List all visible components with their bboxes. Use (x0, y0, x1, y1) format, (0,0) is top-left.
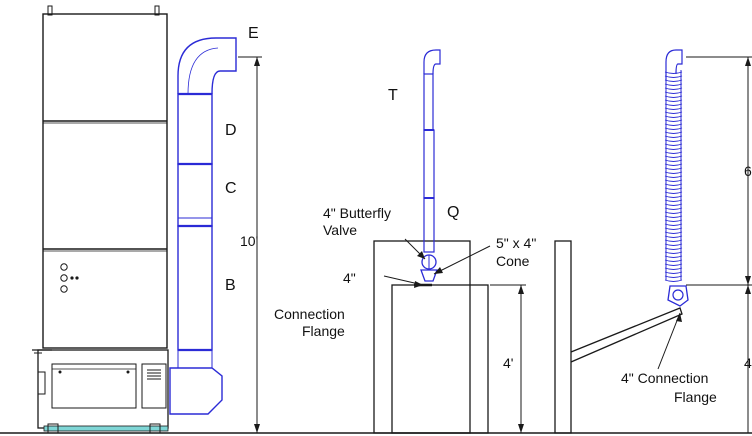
hose-coil (664, 171, 683, 174)
hose-coil (664, 75, 683, 78)
hose-coil (664, 111, 683, 114)
hose-coil (664, 199, 683, 202)
dimension-4ft-middle (490, 284, 526, 433)
hose-coil (664, 95, 683, 98)
hose-coil (664, 263, 683, 266)
label-flange-left-3: Flange (302, 323, 345, 339)
hose-coil (664, 235, 683, 238)
right-stand-assembly (554, 240, 683, 434)
label-q: Q (447, 204, 459, 221)
label-4-partial: 4 (744, 355, 752, 371)
hose-coil (664, 239, 683, 242)
hose-coil (664, 119, 683, 122)
hose-coil (664, 107, 683, 110)
hose-coil (664, 215, 683, 218)
dimension-10ft (238, 56, 262, 433)
hose-coil (664, 147, 683, 150)
hose-coil (664, 127, 683, 130)
hose-coil (664, 219, 683, 222)
hose-coil (664, 203, 683, 206)
label-flange-left-2: Connection (274, 306, 345, 322)
hose-coil (664, 143, 683, 146)
hose-coil (664, 135, 683, 138)
label-d: D (225, 122, 237, 139)
label-butterfly-valve-2: Valve (323, 222, 357, 238)
label-butterfly-valve-1: 4" Butterfly (323, 205, 391, 221)
label-cone-1: 5" x 4" (496, 235, 536, 251)
hose-coil (664, 231, 683, 234)
hose-coil (664, 159, 683, 162)
hose-coil (664, 99, 683, 102)
leader-lines-middle (383, 238, 491, 288)
hose-coil (664, 243, 683, 246)
hose-coil (664, 71, 683, 74)
hose-coil (664, 183, 683, 186)
hose-coil (664, 271, 683, 274)
hose-coil (664, 267, 683, 270)
hose-coil (664, 255, 683, 258)
label-flange-right-1: 4" Connection (621, 370, 708, 386)
hose-coil (664, 179, 683, 182)
hose-coil (664, 247, 683, 250)
dust-collector-cabinet (32, 5, 169, 434)
hose-coil (664, 251, 683, 254)
hose-coil (664, 131, 683, 134)
hose-coil (664, 175, 683, 178)
hose-coil (664, 191, 683, 194)
hose-coil (664, 123, 683, 126)
label-t: T (388, 87, 398, 104)
label-flange-left-1: 4" (343, 270, 356, 286)
vertical-duct-q (420, 49, 441, 282)
main-duct-assembly (169, 37, 237, 415)
hose-coil (664, 83, 683, 86)
hose-coil (664, 187, 683, 190)
leader-line-right (657, 312, 682, 370)
label-c: C (225, 180, 237, 197)
label-flange-right-2: Flange (674, 389, 717, 405)
label-10ft: 10' (240, 233, 258, 249)
control-knob-icon (60, 263, 79, 293)
hose-coil (664, 139, 683, 142)
label-cone-2: Cone (496, 253, 530, 269)
hose-coil (664, 91, 683, 94)
hose-coil (664, 195, 683, 198)
flex-hose (664, 49, 689, 307)
dimension-right (686, 56, 752, 433)
hose-coil (664, 275, 683, 278)
hose-coil (664, 207, 683, 210)
hose-coil (664, 115, 683, 118)
label-6-partial: 6 (744, 163, 752, 179)
hose-coil (664, 155, 683, 158)
hose-coil (664, 279, 683, 282)
hose-coil (664, 103, 683, 106)
label-b: B (225, 277, 236, 294)
hose-coil (664, 151, 683, 154)
hose-coil (664, 227, 683, 230)
label-4ft-middle: 4' (503, 355, 513, 371)
hose-coil (664, 87, 683, 90)
hose-coil (664, 79, 683, 82)
label-e: E (248, 25, 259, 42)
hose-coil (664, 259, 683, 262)
hose-coil (664, 223, 683, 226)
hose-coil (664, 211, 683, 214)
hose-coil (664, 163, 683, 166)
vent-grille-icon (147, 369, 161, 380)
hose-coil (664, 167, 683, 170)
